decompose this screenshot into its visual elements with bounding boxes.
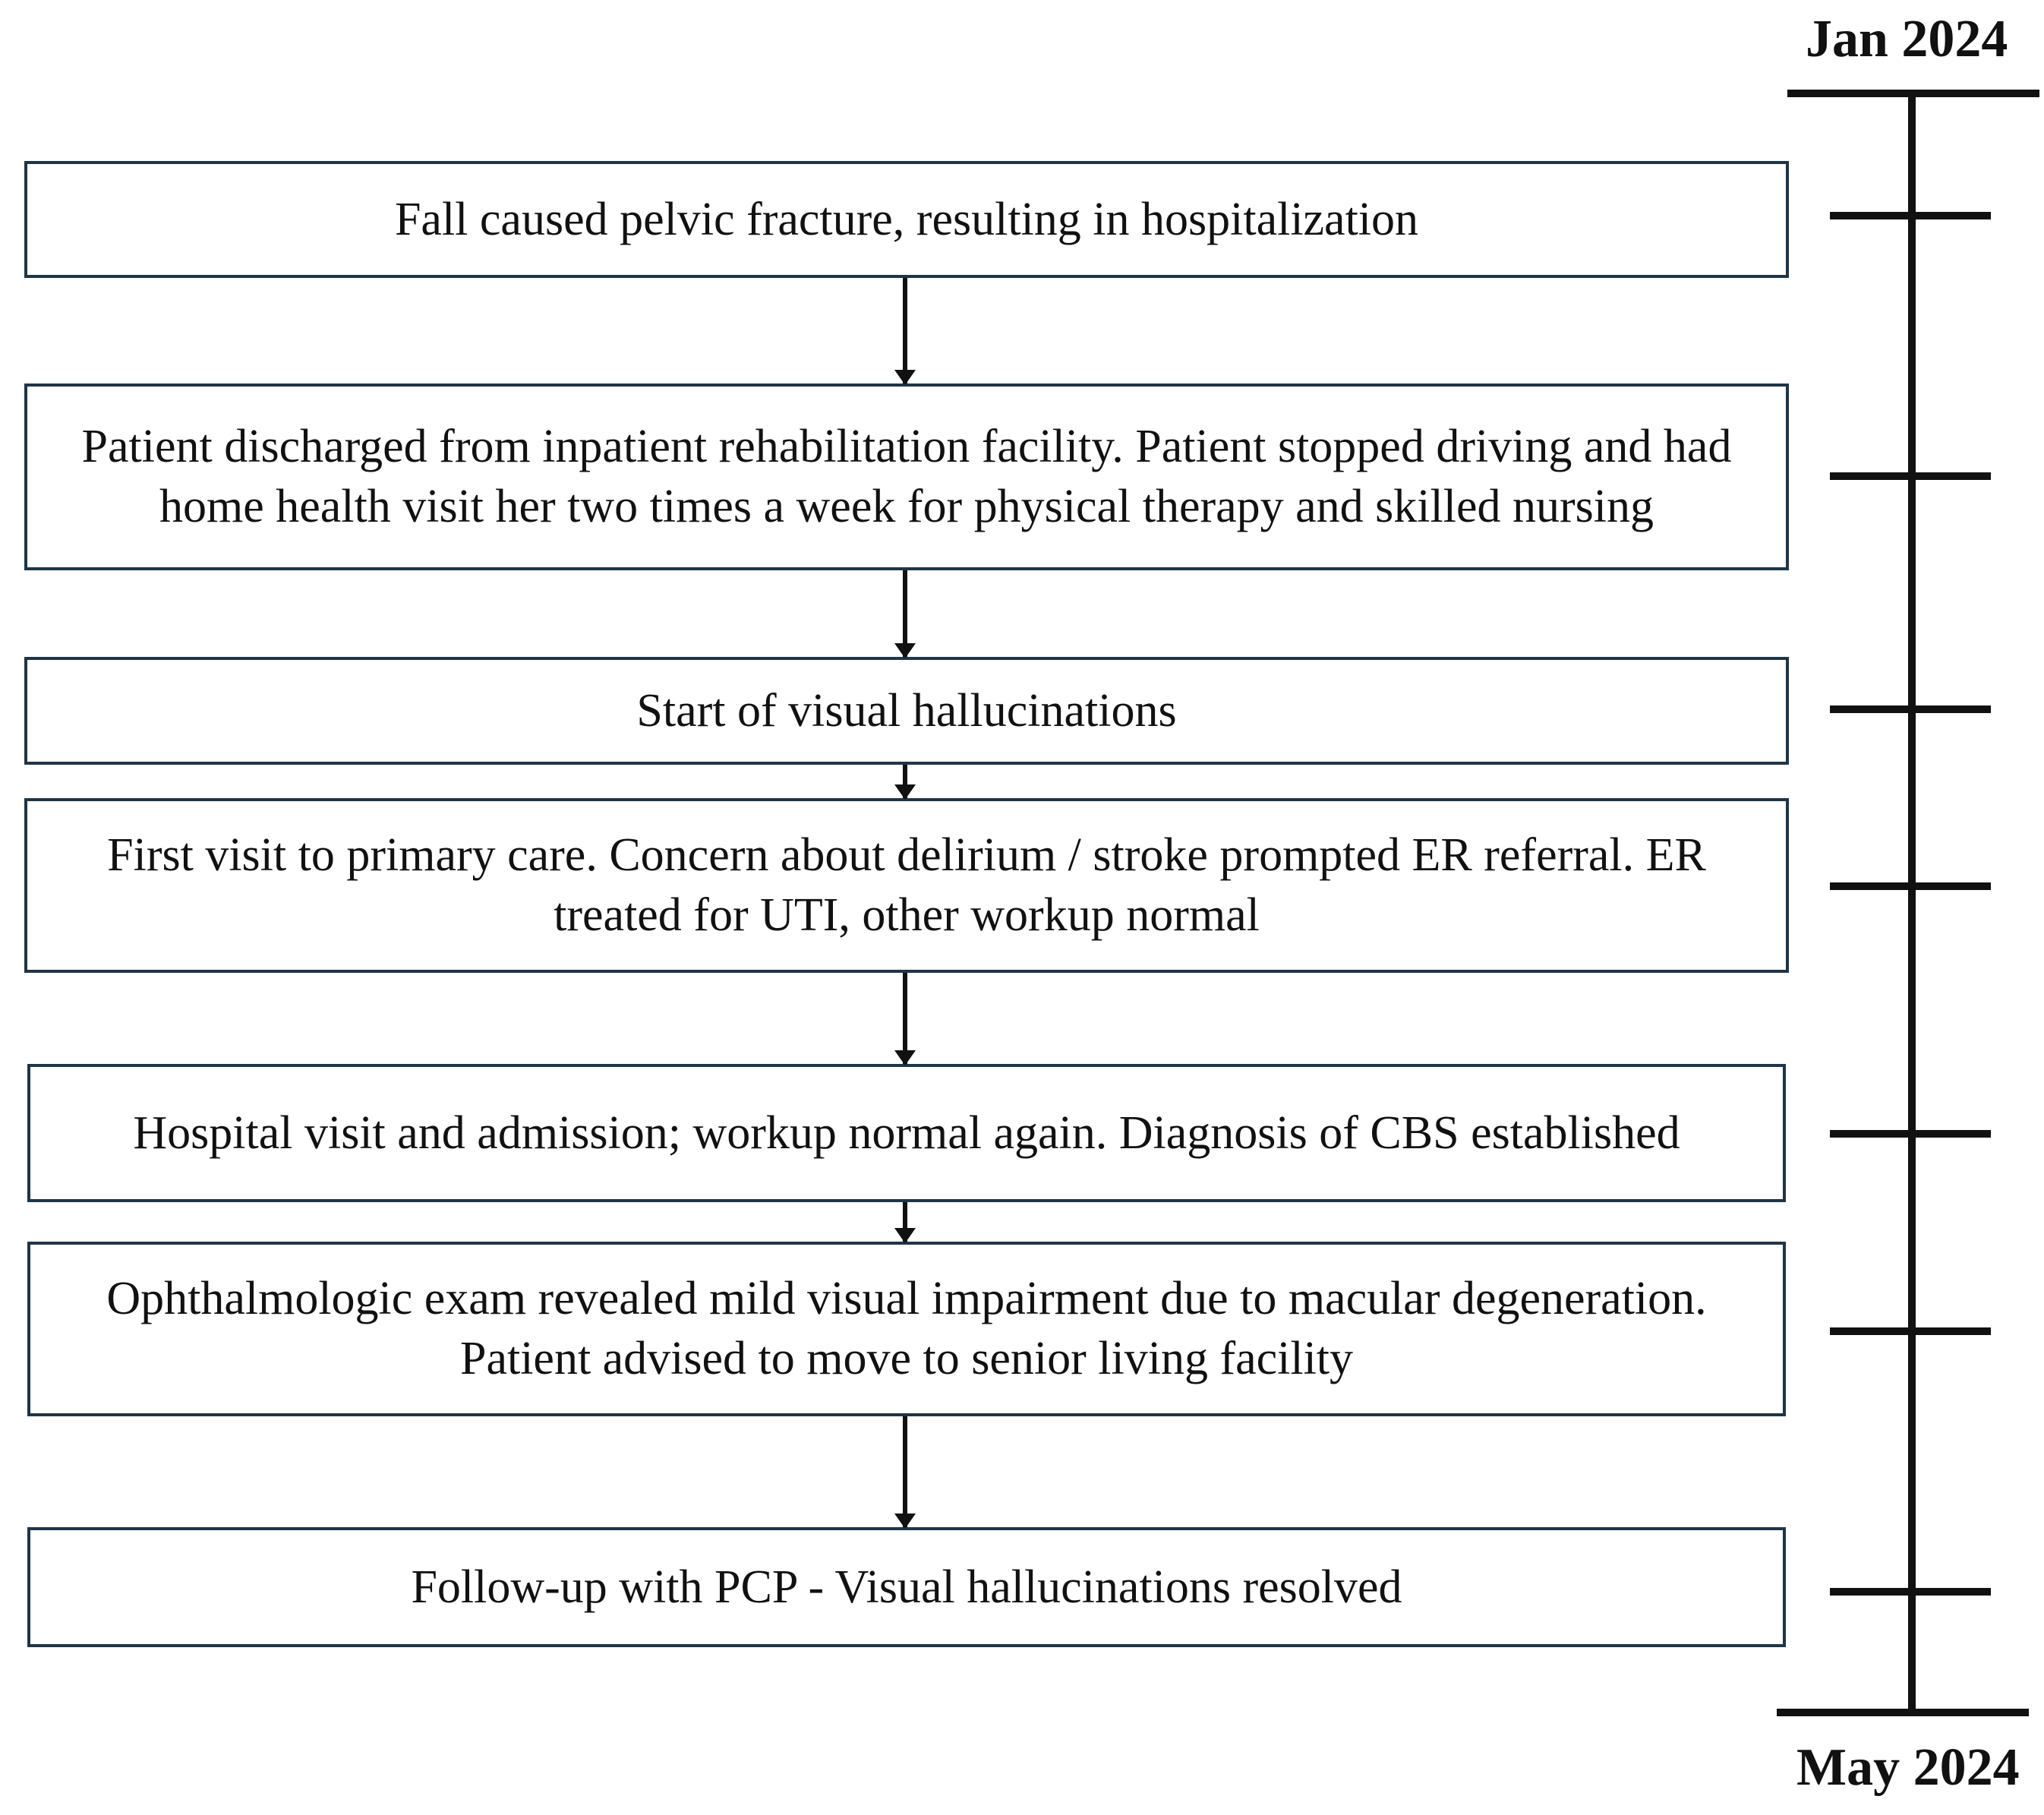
timeline-tick (1830, 1588, 1991, 1596)
timeline-bottom-cap (1777, 1709, 2029, 1716)
timeline-tick (1830, 1327, 1991, 1335)
event-box-fall: Fall caused pelvic fracture, resulting i… (24, 161, 1789, 278)
timeline-axis-line (1908, 93, 1916, 1715)
timeline-end-label: May 2024 (1796, 1738, 2020, 1797)
arrow-head-icon (894, 1228, 916, 1243)
arrow-head-icon (894, 1050, 916, 1065)
event-box-follow-up: Follow-up with PCP - Visual hallucinatio… (27, 1527, 1786, 1647)
event-box-hospital-admission: Hospital visit and admission; workup nor… (27, 1064, 1786, 1202)
event-text-hospital-admission: Hospital visit and admission; workup nor… (133, 1106, 1680, 1159)
arrow-head-icon (894, 643, 916, 658)
event-box-ophthalmologic-exam: Ophthalmologic exam revealed mild visual… (27, 1242, 1786, 1416)
timeline-tick (1830, 705, 1991, 713)
event-box-hallucinations-start: Start of visual hallucinations (24, 657, 1789, 765)
event-text-follow-up: Follow-up with PCP - Visual hallucinatio… (411, 1561, 1402, 1613)
flow-arrow-5 (894, 1202, 916, 1243)
timeline-tick (1830, 1130, 1991, 1138)
timeline-tick (1830, 882, 1991, 890)
arrow-head-icon (894, 370, 916, 385)
arrow-head-icon (894, 784, 916, 800)
flow-arrow-1 (894, 278, 916, 385)
event-text-discharge: Patient discharged from inpatient rehabi… (81, 421, 1732, 532)
event-text-hallucinations-start: Start of visual hallucinations (636, 684, 1177, 737)
flow-arrow-3 (894, 765, 916, 800)
timeline-tick (1830, 212, 1991, 219)
event-text-fall: Fall caused pelvic fracture, resulting i… (394, 193, 1419, 245)
flow-arrow-2 (894, 570, 916, 658)
timeline-tick (1830, 472, 1991, 480)
event-text-ophthalmologic-exam: Ophthalmologic exam revealed mild visual… (106, 1273, 1707, 1384)
event-text-primary-care: First visit to primary care. Concern abo… (107, 829, 1706, 941)
flow-arrow-4 (894, 973, 916, 1065)
event-box-primary-care: First visit to primary care. Concern abo… (24, 798, 1789, 973)
arrow-head-icon (894, 1514, 916, 1529)
event-box-discharge: Patient discharged from inpatient rehabi… (24, 384, 1789, 570)
flow-arrow-6 (894, 1416, 916, 1529)
timeline-start-label: Jan 2024 (1806, 10, 2008, 68)
